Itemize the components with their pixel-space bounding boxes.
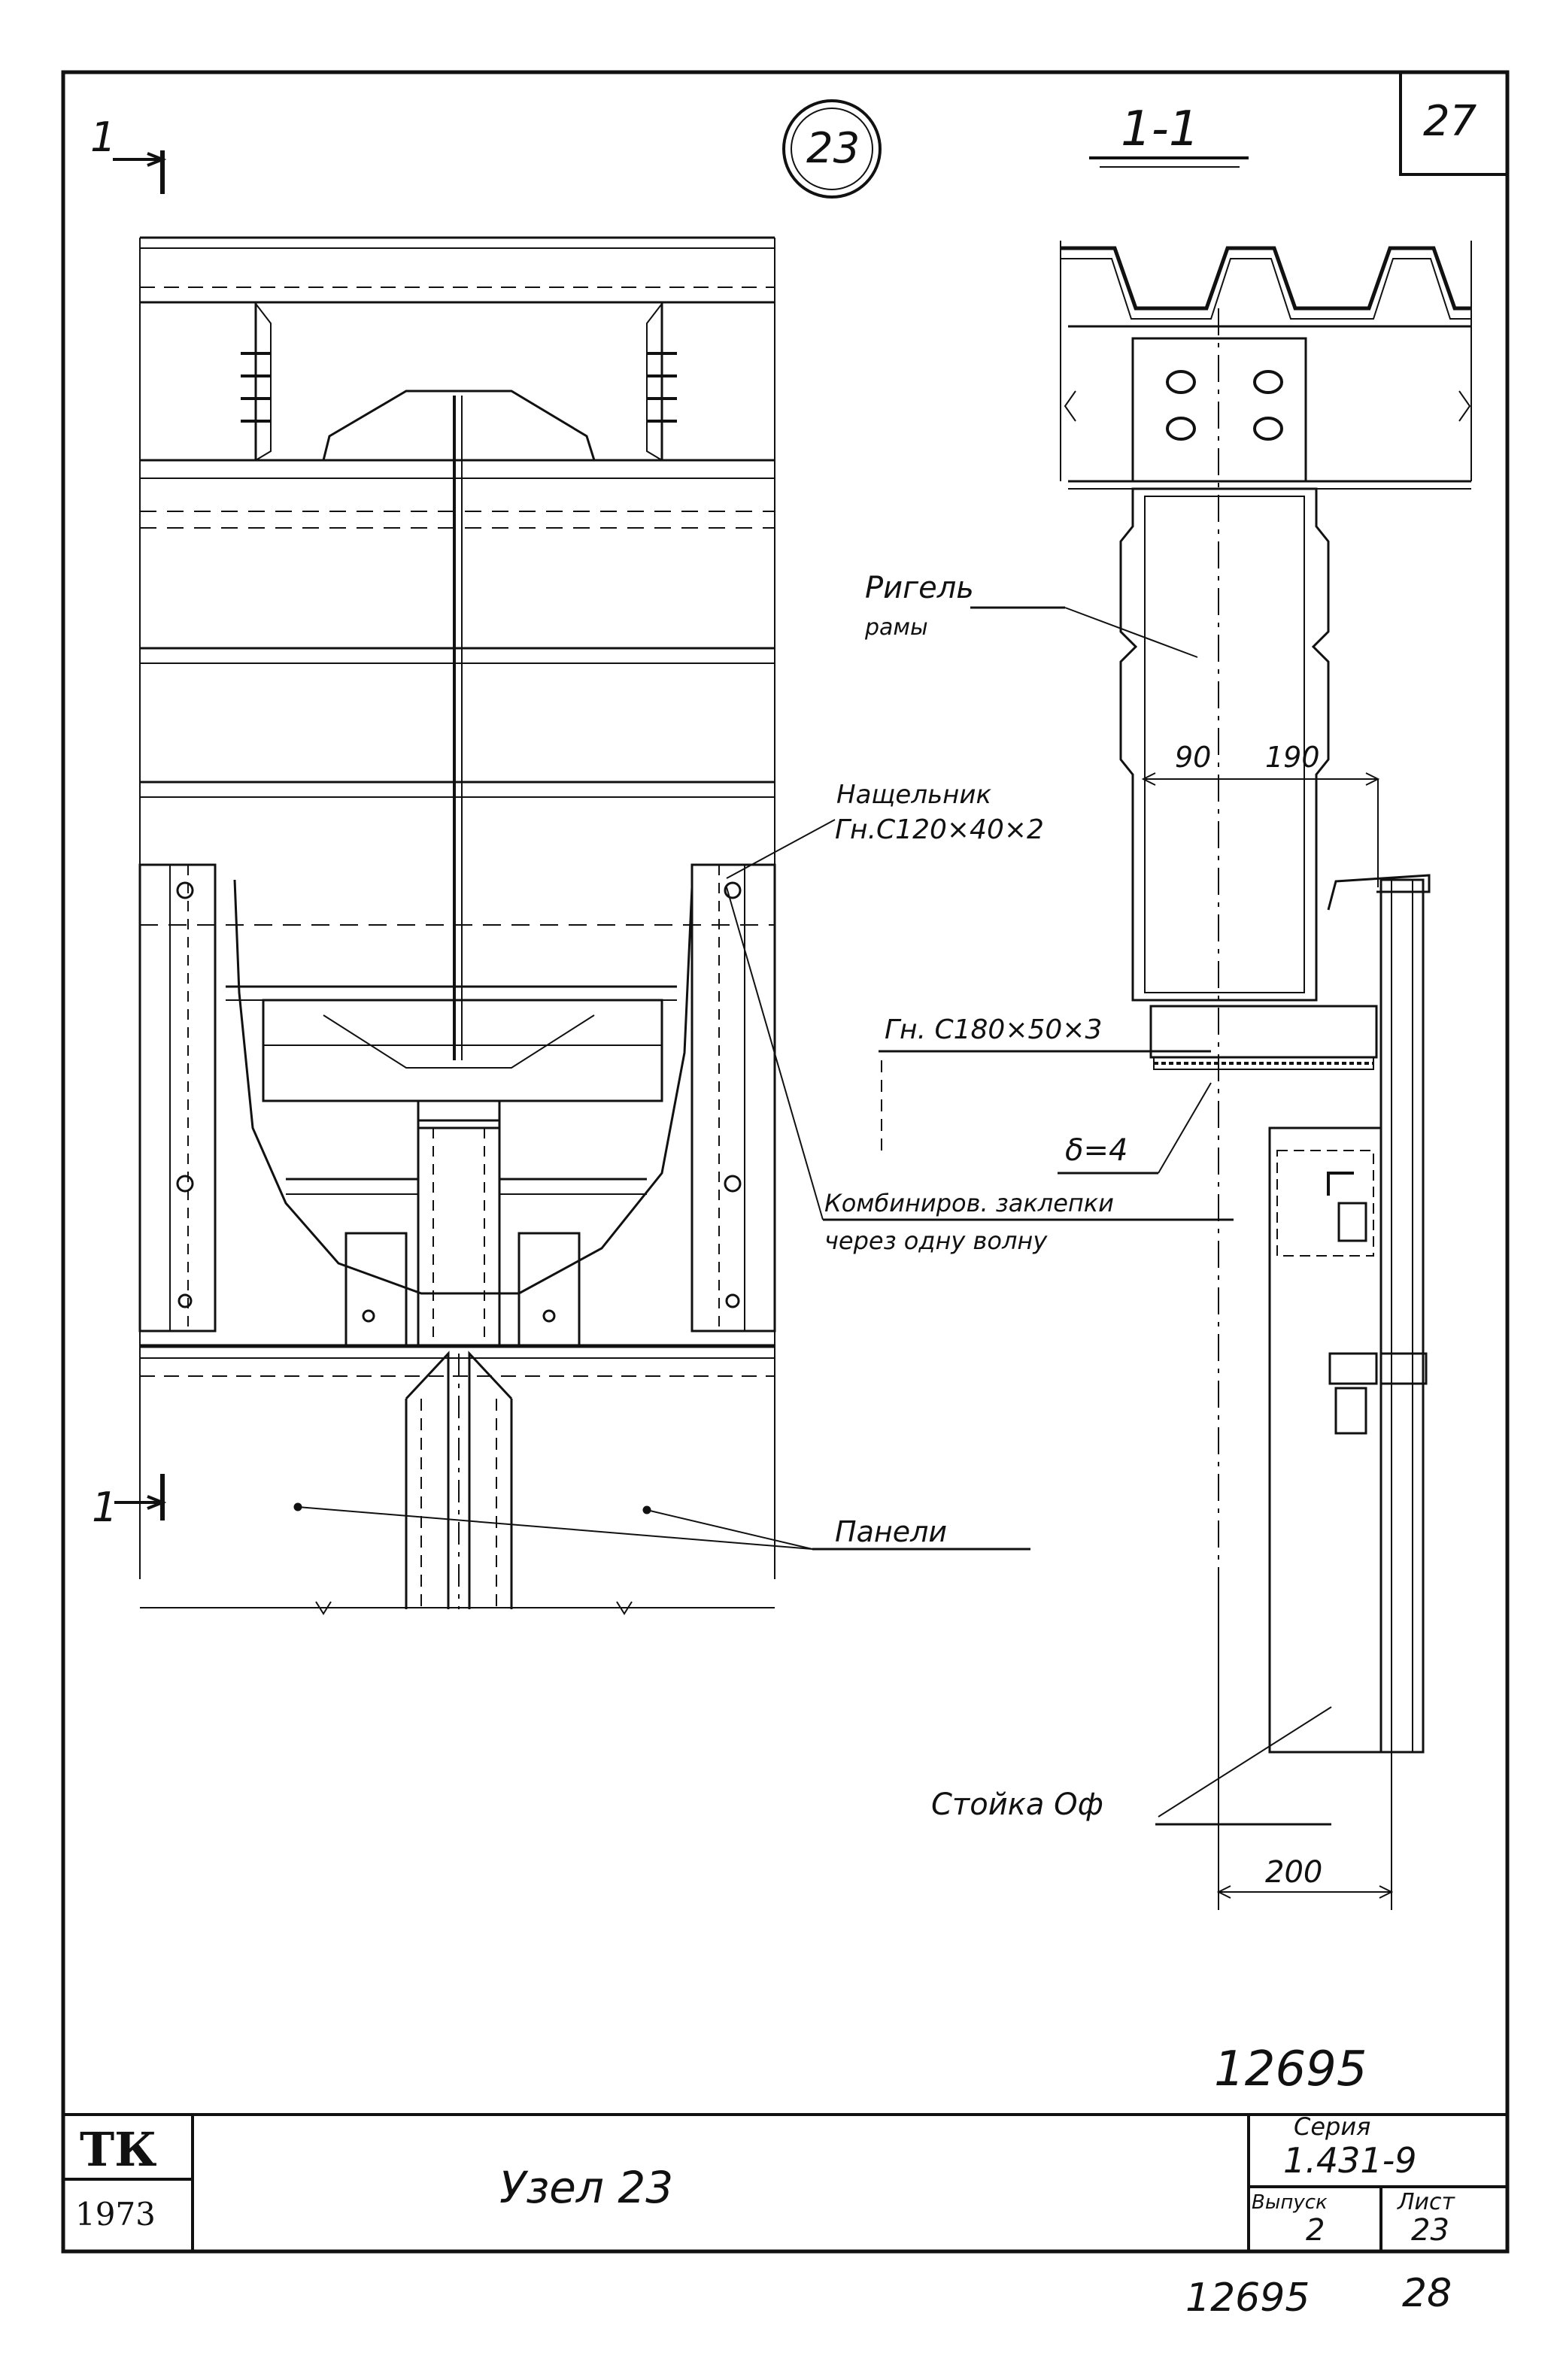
channel-180-label: Гн. С180×50×3 xyxy=(885,1014,1103,1045)
node-circle-number: 23 xyxy=(806,124,860,173)
nashchelnik-label: Нащельник xyxy=(836,780,991,810)
section-mark-bottom xyxy=(114,1474,167,1520)
issue-label: Выпуск xyxy=(1252,2191,1328,2214)
rivets-label-2: через одну волну xyxy=(824,1226,1048,1255)
corner-number: 27 xyxy=(1423,97,1477,146)
rigel-label: Ригель xyxy=(865,571,974,605)
section-mark-top-label: 1 xyxy=(90,114,117,161)
handwritten-number: 12695 xyxy=(1214,2042,1367,2097)
post-label: Стойка Оф xyxy=(931,1787,1103,1822)
plate-thickness: δ=4 xyxy=(1065,1133,1128,1168)
section-mark-bottom-label: 1 xyxy=(92,1484,118,1531)
corner-number-box xyxy=(1399,71,1509,176)
section-mark-top xyxy=(113,150,167,194)
drawing-title: Узел 23 xyxy=(499,2162,674,2213)
rivets-label: Комбиниров. заклепки xyxy=(824,1189,1114,1217)
org-mark: ТК xyxy=(80,2122,157,2177)
nashchelnik-profile: Гн.С120×40×2 xyxy=(835,814,1044,845)
section-title: 1-1 xyxy=(1121,102,1200,157)
issue-value: 2 xyxy=(1306,2213,1325,2248)
sheet-value: 23 xyxy=(1411,2213,1449,2248)
year: 1973 xyxy=(75,2196,156,2233)
sheet-label: Лист xyxy=(1398,2189,1455,2215)
dim-200: 200 xyxy=(1265,1855,1323,1890)
node-circle xyxy=(782,99,882,199)
footer-page: 28 xyxy=(1402,2271,1452,2316)
section-1-1 xyxy=(879,241,1472,1910)
left-elevation xyxy=(138,236,1234,1615)
panels-label: Панели xyxy=(835,1515,948,1548)
series-value: 1.431-9 xyxy=(1283,2140,1417,2181)
dim-190: 190 xyxy=(1265,741,1320,774)
dim-90: 90 xyxy=(1175,741,1212,774)
footer-number: 12695 xyxy=(1185,2275,1310,2321)
title-block-lines xyxy=(63,2113,1507,2251)
sheet-frame xyxy=(61,70,1510,2254)
rigel-label-2: рамы xyxy=(865,614,928,641)
series-label: Серия xyxy=(1294,2112,1371,2141)
